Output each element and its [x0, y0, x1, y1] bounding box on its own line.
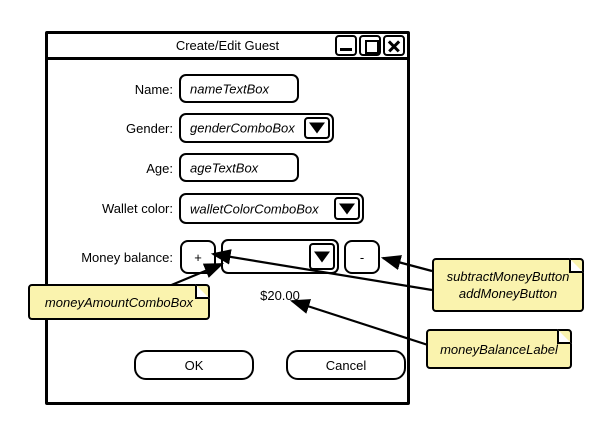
name-textbox-value: nameTextBox [190, 81, 270, 96]
title-bar: Create/Edit Guest [48, 34, 407, 60]
gender-combobox-arrow-button[interactable] [304, 117, 330, 139]
chevron-down-icon [339, 203, 355, 214]
note-fold-icon [195, 284, 210, 299]
annotation-line: moneyAmountComboBox [44, 294, 194, 310]
age-textbox-value: ageTextBox [190, 160, 259, 175]
annotation-note-money-amount-combobox: moneyAmountComboBox [28, 284, 210, 320]
age-textbox[interactable]: ageTextBox [179, 153, 299, 182]
annotation-line: moneyBalanceLabel [440, 341, 558, 357]
money-amount-combobox[interactable] [221, 239, 339, 274]
name-textbox[interactable]: nameTextBox [179, 74, 299, 103]
wallet-color-combobox-arrow-button[interactable] [334, 197, 360, 220]
wallet-color-combobox-value: walletColorComboBox [190, 201, 319, 216]
maximize-button[interactable] [359, 35, 381, 56]
window-title: Create/Edit Guest [175, 38, 280, 53]
gender-combobox[interactable]: genderComboBox [179, 113, 334, 143]
chevron-down-icon [309, 122, 325, 134]
annotation-note-money-balance-label: moneyBalanceLabel [426, 329, 572, 369]
close-button[interactable] [383, 35, 405, 56]
note-fold-icon [569, 258, 584, 273]
close-icon [385, 37, 403, 54]
money-balance-value: $20.00 [260, 288, 300, 303]
minimize-icon [340, 48, 352, 51]
note-fold-icon [557, 329, 572, 344]
age-label: Age: [146, 161, 173, 176]
subtract-money-button[interactable]: - [344, 240, 380, 274]
minimize-button[interactable] [335, 35, 357, 56]
chevron-down-icon [314, 251, 330, 262]
create-edit-guest-window: Create/Edit Guest Name: nameTextBox Gend… [45, 31, 410, 405]
gender-label: Gender: [126, 121, 173, 136]
annotation-note-money-buttons: subtractMoneyButton addMoneyButton [432, 258, 584, 312]
name-label: Name: [134, 82, 173, 97]
annotation-line: addMoneyButton [458, 286, 558, 301]
gender-combobox-value: genderComboBox [190, 120, 295, 136]
add-money-button[interactable]: + [180, 240, 216, 274]
ok-button[interactable]: OK [134, 350, 254, 380]
wallet-color-label: Wallet color: [101, 201, 173, 216]
money-balance-label-caption: Money balance: [81, 250, 173, 265]
wallet-color-combobox[interactable]: walletColorComboBox [179, 193, 364, 224]
cancel-button[interactable]: Cancel [286, 350, 406, 380]
money-amount-combobox-arrow-button[interactable] [309, 243, 335, 270]
maximize-icon [365, 40, 379, 54]
annotation-line: subtractMoneyButton [446, 269, 570, 284]
